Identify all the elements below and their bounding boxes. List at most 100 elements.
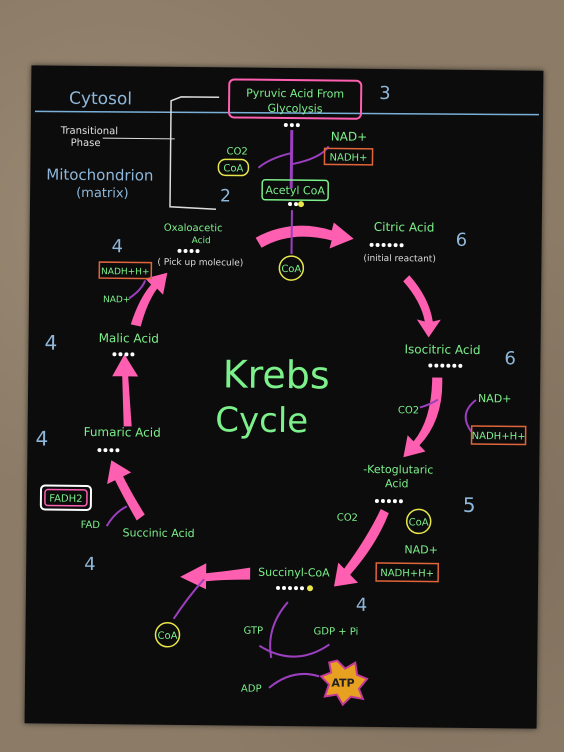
fumaric-dots [97, 448, 120, 453]
transitional-label-1: Transitional [60, 126, 118, 138]
fadh2-box [39, 484, 93, 511]
succinyl-gtp: GTP [243, 626, 263, 637]
chalkboard: Cytosol Transitional Phase Mitochondrion… [24, 65, 544, 729]
nad-arrow [292, 145, 330, 166]
pyruvic-number: 3 [379, 83, 391, 104]
pyruvate-nadh: NADH+ [329, 152, 367, 163]
succinyl-number: 4 [356, 595, 368, 616]
coa-release-succinyl [172, 578, 205, 620]
ketoglutaric-dots [374, 498, 403, 504]
isocitric-co2-arrow [419, 398, 439, 409]
pyruvate-nad: NAD+ [331, 129, 368, 143]
oxaloacetic-nadh: NADH+H+ [101, 267, 150, 278]
fumaric-label: Fumaric Acid [84, 425, 161, 440]
ketoglutaric-co2: CO2 [337, 513, 358, 524]
arrow-to-fumaric [107, 460, 145, 521]
oxaloacetic-dots [177, 248, 200, 254]
succinyl-coa-out: CoA [157, 631, 177, 642]
arrow-to-isocitric [403, 275, 441, 338]
malic-dots [112, 352, 135, 357]
oxaloacetic-label-2: Acid [192, 236, 211, 246]
ketoglutaric-coa: CoA [409, 517, 429, 528]
isocitric-label: Isocitric Acid [404, 342, 480, 357]
ketoglutaric-nadh: NADH+H+ [380, 568, 434, 580]
mitochondrion-label-2: (matrix) [76, 186, 129, 202]
succinyl-label: Succinyl-CoA [258, 566, 330, 580]
citric-number: 6 [456, 230, 468, 251]
citric-note: (initial reactant) [363, 254, 436, 265]
arrow-to-malic [112, 354, 139, 427]
oxaloacetic-note: ( Pick up molecule) [157, 258, 243, 269]
cytosol-divider [34, 110, 539, 116]
oxaloacetic-number: 4 [111, 236, 123, 257]
succinyl-atp: ATP [331, 677, 354, 690]
ketoglutaric-nadh-box [375, 562, 440, 583]
transitional-pointer [102, 137, 175, 140]
nadh-box [323, 147, 374, 166]
succinyl-coa-out-bubble [154, 622, 181, 648]
fumaric-number: 4 [35, 426, 48, 450]
pyruvic-dots [283, 123, 300, 128]
malic-label: Malic Acid [99, 331, 159, 346]
oxaloacetic-nadh-box [98, 261, 153, 280]
oxaloacetic-label-1: Oxaloacetic [164, 223, 223, 235]
adp-arrow [268, 672, 320, 689]
oxaloacetic-nad: NAD+ [103, 295, 130, 305]
pyruvic-label-2: Glycolysis [267, 102, 322, 116]
isocitric-number: 6 [504, 348, 516, 369]
board-drawing: Cytosol Transitional Phase Mitochondrion… [34, 78, 539, 707]
pyruvate-main-arrow [289, 130, 294, 189]
pyruvic-box [227, 78, 363, 120]
gdp-arrow [258, 643, 330, 658]
krebs-title-2: Cycle [215, 400, 308, 441]
isocitric-nad: NAD+ [478, 392, 512, 405]
succinic-fadh2: FADH2 [49, 494, 82, 505]
ketoglutaric-number: 5 [463, 493, 476, 517]
atp-burst [319, 659, 369, 707]
krebs-title-1: Krebs [222, 352, 329, 397]
acetyl-label: Acetyl CoA [265, 184, 325, 198]
ketoglutaric-label-2: Acid [385, 477, 409, 490]
citric-label: Citric Acid [374, 220, 435, 235]
oxaloacetic-nad-arrow [128, 280, 147, 300]
arrow-to-ketoglutaric [403, 377, 443, 458]
mitochondrion-label-1: Mitochondrion [46, 165, 153, 184]
isocitric-nadh: NADH+H+ [472, 431, 526, 443]
co2-release-arrow [257, 152, 292, 169]
citric-dots [369, 242, 404, 248]
ketoglutaric-coa-bubble [405, 508, 432, 535]
arrow-to-succinyl [334, 509, 389, 587]
coa-out-bubble [278, 255, 305, 281]
succinic-fad: FAD [81, 520, 101, 531]
arrow-to-citric [255, 222, 354, 249]
acetyl-number: 2 [220, 186, 231, 206]
pyruvate-co2: CO2 [227, 146, 248, 157]
acetyl-dots [288, 201, 305, 208]
succinic-label: Succinic Acid [123, 526, 195, 540]
fad-arrow [105, 505, 128, 527]
pyruvate-coa: CoA [223, 163, 243, 174]
coa-bubble [217, 158, 250, 177]
acetyl-box [261, 179, 329, 202]
isocitric-nad-arrow [464, 399, 477, 433]
pyruvic-label-1: Pyruvic Acid From [246, 87, 344, 101]
isocitric-nadh-box [470, 425, 527, 446]
citric-coa-out: CoA [281, 264, 301, 275]
succinyl-adp: ADP [241, 684, 262, 695]
succinic-number: 4 [84, 554, 96, 575]
isocitric-dots [428, 363, 463, 368]
isocitric-co2: CO2 [398, 405, 419, 416]
arrow-to-succinic [180, 563, 251, 590]
phase-bracket [169, 96, 220, 211]
arrow-to-oxaloacetic [130, 272, 168, 327]
malic-number: 4 [44, 330, 57, 354]
transitional-label-2: Phase [71, 138, 101, 149]
gtp-arrow [269, 601, 289, 659]
succinyl-dots [276, 585, 313, 592]
ketoglutaric-nad: NAD+ [404, 543, 438, 556]
cytosol-label: Cytosol [69, 89, 132, 110]
fadh2-inner [44, 488, 88, 507]
succinyl-gdp: GDP + Pi [313, 626, 358, 637]
ketoglutaric-label-1: -Ketoglutaric [363, 463, 433, 477]
